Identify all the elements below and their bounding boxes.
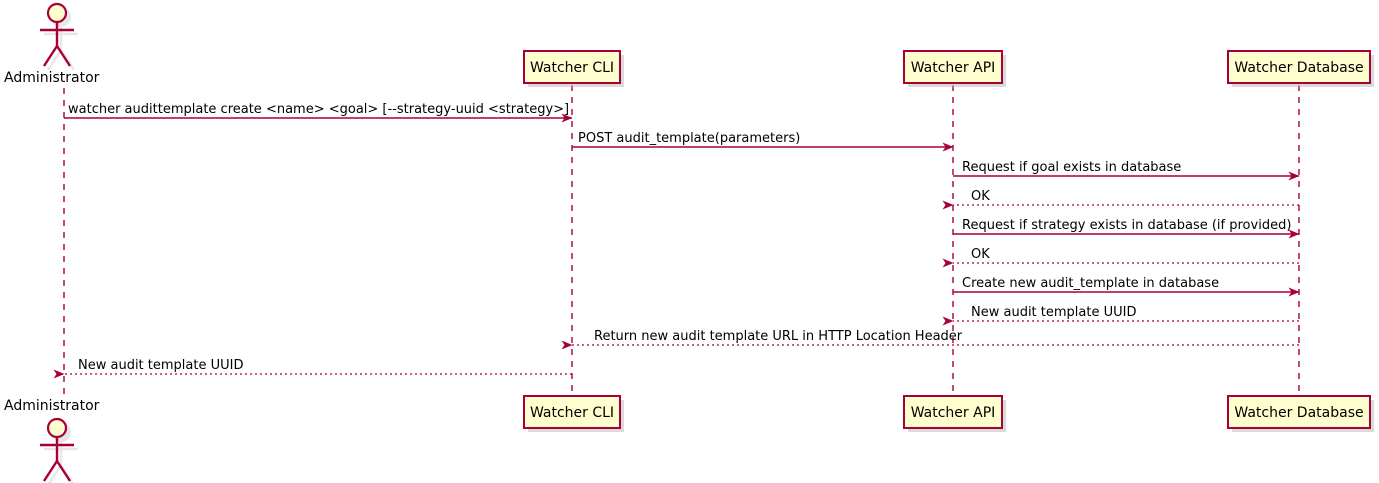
- participant-watcher-cli-top-box[interactable]: [523, 50, 621, 84]
- message-2: POST audit_template(parameters): [572, 131, 954, 152]
- participant-watcher-api-top-box[interactable]: [903, 50, 1003, 84]
- actor-head-icon: [46, 417, 68, 439]
- message-9: Return new audit template URL in HTTP Lo…: [561, 329, 1299, 350]
- participant-watcher-database-bottom-box[interactable]: [1227, 395, 1371, 429]
- participant-watcher-cli-bottom-box[interactable]: [523, 395, 621, 429]
- message-9-label: Return new audit template URL in HTTP Lo…: [594, 329, 963, 344]
- participant-watcher-database-bottom[interactable]: Watcher Database: [1227, 395, 1374, 432]
- actor-administrator-top[interactable]: Administrator: [4, 2, 100, 86]
- messages-group: watcher audittemplate create <name> <goa…: [53, 102, 1300, 379]
- actor-icon[interactable]: [40, 2, 74, 67]
- message-6: OK: [942, 247, 1299, 268]
- message-4: OK: [942, 189, 1299, 210]
- message-1: watcher audittemplate create <name> <goa…: [64, 102, 573, 123]
- actor-administrator-top-label: Administrator: [4, 70, 100, 86]
- message-10: New audit template UUID: [53, 358, 572, 379]
- message-3: Request if goal exists in database: [953, 160, 1300, 181]
- participant-boxes-bottom: Watcher CLI Watcher API Watcher Database: [523, 395, 1374, 432]
- message-8-label: New audit template UUID: [971, 305, 1136, 320]
- actor-leg-right-line: [55, 460, 72, 482]
- actor-icon[interactable]: [40, 417, 74, 482]
- actor-administrator-bottom-label: Administrator: [4, 398, 100, 414]
- participant-watcher-database-top-box[interactable]: [1227, 50, 1371, 84]
- participant-watcher-api-bottom-box[interactable]: [903, 395, 1003, 429]
- participant-watcher-database-top[interactable]: Watcher Database: [1227, 50, 1374, 87]
- actor-administrator-bottom[interactable]: Administrator: [4, 398, 100, 483]
- message-3-label: Request if goal exists in database: [962, 160, 1181, 175]
- message-7: Create new audit_template in database: [953, 276, 1300, 297]
- message-10-label: New audit template UUID: [78, 358, 243, 373]
- actor-head-icon: [46, 2, 68, 24]
- participant-watcher-database-top-label: Watcher Database: [1234, 60, 1363, 76]
- message-4-label: OK: [971, 189, 990, 204]
- participant-watcher-api-top-label: Watcher API: [911, 60, 996, 76]
- message-8: New audit template UUID: [942, 305, 1299, 326]
- lifelines-group: [63, 85, 1300, 398]
- participant-watcher-cli-bottom-label: Watcher CLI: [530, 405, 614, 421]
- participant-watcher-api-top[interactable]: Watcher API: [903, 50, 1006, 87]
- actor-leg-left-line: [42, 460, 59, 482]
- message-7-label: Create new audit_template in database: [962, 276, 1219, 291]
- participant-watcher-cli-top-label: Watcher CLI: [530, 60, 614, 76]
- participant-watcher-database-bottom-label: Watcher Database: [1234, 405, 1363, 421]
- message-5: Request if strategy exists in database (…: [953, 218, 1300, 239]
- message-2-label: POST audit_template(parameters): [578, 131, 800, 146]
- message-5-label: Request if strategy exists in database (…: [962, 218, 1291, 233]
- participant-watcher-api-bottom-label: Watcher API: [911, 405, 996, 421]
- participant-boxes-top: Watcher CLI Watcher API Watcher Database: [523, 50, 1374, 87]
- participant-watcher-api-bottom[interactable]: Watcher API: [903, 395, 1006, 432]
- actor-leg-left-line: [42, 45, 59, 67]
- actor-leg-right-line: [55, 45, 72, 67]
- participant-watcher-cli-top[interactable]: Watcher CLI: [523, 50, 624, 87]
- message-1-label: watcher audittemplate create <name> <goa…: [68, 102, 569, 117]
- participant-watcher-cli-bottom[interactable]: Watcher CLI: [523, 395, 624, 432]
- message-6-label: OK: [971, 247, 990, 262]
